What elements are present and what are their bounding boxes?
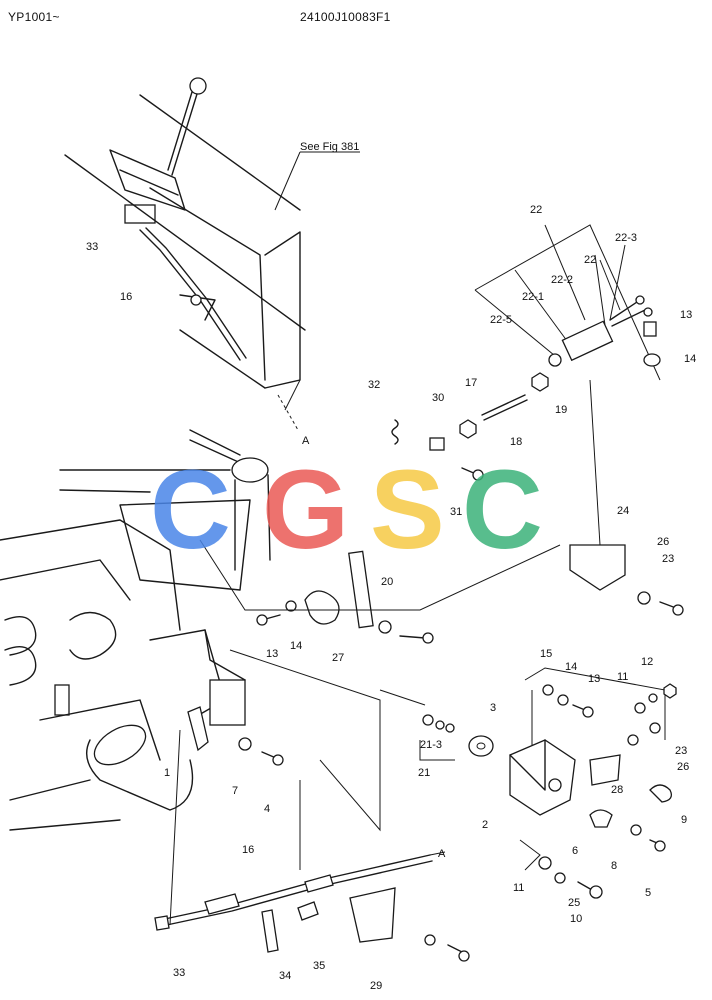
callout-label: 17 [465, 377, 477, 389]
watermark-letter-3: S [370, 447, 445, 572]
reference-note: See Fig 381 [300, 141, 359, 153]
callout-label: 28 [611, 784, 623, 796]
section-mark-a-lower: A [438, 848, 446, 860]
callout-label: 33 [86, 241, 98, 253]
callout-label: 14 [290, 640, 302, 652]
callout-label: 27 [332, 652, 344, 664]
watermark-letter-1: C [150, 447, 231, 572]
callout-label: 13 [588, 673, 600, 685]
callout-label: 16 [242, 844, 254, 856]
callout-label: 9 [681, 814, 687, 826]
callout-label: 14 [684, 353, 696, 365]
callout-label: 21 [418, 767, 430, 779]
solenoid-assembly [474, 224, 661, 381]
watermark-letter-2: G [262, 447, 349, 572]
stop-bracket-assembly [509, 667, 677, 899]
diagram-id: 24100J10083F1 [300, 10, 391, 24]
watermark-logo: C G S C [150, 447, 543, 572]
callout-label: 18 [510, 436, 522, 448]
callout-label: 13 [680, 309, 692, 321]
lever-assembly [109, 77, 247, 361]
throttle-cable-lower [154, 729, 470, 962]
callout-label: 32 [368, 379, 380, 391]
callout-label: 11 [617, 671, 628, 683]
callout-label: 12 [641, 656, 653, 668]
callout-label: 19 [555, 404, 567, 416]
callout-label: 26 [677, 761, 689, 773]
callout-label: 22-1 [522, 291, 544, 303]
callout-label: 22-2 [551, 274, 573, 286]
callout-label: 31 [450, 506, 462, 518]
callout-label: 21-3 [420, 739, 442, 751]
callout-label: 24 [617, 505, 629, 517]
callout-label: 26 [657, 536, 669, 548]
callout-label: 2 [482, 819, 488, 831]
engine-block [0, 429, 271, 831]
callout-label: 16 [120, 291, 132, 303]
callout-label: 11 [513, 882, 524, 894]
callout-label: 33 [173, 967, 185, 979]
callout-label: 20 [381, 576, 393, 588]
page-code-left: YP1001~ [8, 10, 60, 24]
callout-label: 35 [313, 960, 325, 972]
callout-label: 30 [432, 392, 444, 404]
callout-label: 5 [645, 887, 651, 899]
callout-label: 7 [232, 785, 238, 797]
section-mark-a-upper: A [302, 435, 310, 447]
callout-label: 22-3 [615, 232, 637, 244]
callout-label: 6 [572, 845, 578, 857]
callout-label: 10 [570, 913, 582, 925]
callout-label: 13 [266, 648, 278, 660]
callout-label: 22 [584, 254, 596, 266]
callout-label: 29 [370, 980, 382, 992]
callout-label: 15 [540, 648, 552, 660]
callout-label: 23 [675, 745, 687, 757]
callout-label: 23 [662, 553, 674, 565]
control-box [64, 94, 306, 411]
callout-label: 25 [568, 897, 580, 909]
callout-label: 22-5 [490, 314, 512, 326]
callout-label: 1 [164, 767, 170, 779]
callout-label: 22 [530, 204, 542, 216]
callout-label: 4 [264, 803, 270, 815]
callout-label: 3 [490, 702, 496, 714]
watermark-letter-4: C [462, 447, 543, 572]
callout-label: 34 [279, 970, 291, 982]
callout-label: 8 [611, 860, 617, 872]
callout-label: 14 [565, 661, 577, 673]
